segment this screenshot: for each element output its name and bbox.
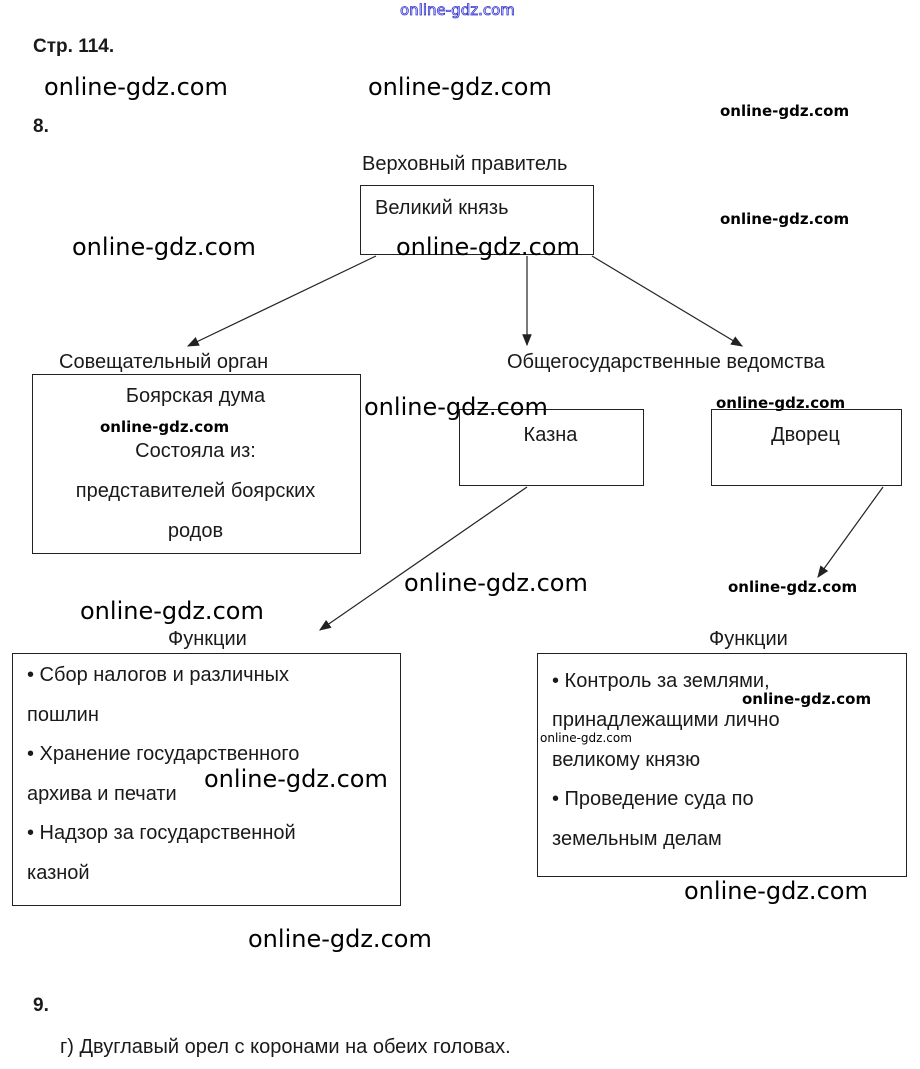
function-line: принадлежащими лично [552,709,780,731]
boyar-duma-title: Боярская дума [125,385,266,407]
watermark: online-gdz.com [400,1,516,19]
arrow-to-duma [186,255,377,347]
grand-prince-text: Великий князь [375,197,509,219]
watermark: online-gdz.com [248,925,432,953]
watermark: online-gdz.com [396,233,580,261]
function-line: архива и печати [27,783,177,805]
grand-prince-box: Великий князь [360,185,594,255]
state-departments-label: Общегосударственные ведомства [507,351,825,373]
palace-functions-label: Функции [709,628,788,650]
watermark: online-gdz.com [728,578,858,596]
duma-line: представителей боярских [75,480,316,502]
function-line: • Надзор за государственной [27,822,296,844]
watermark: online-gdz.com [44,73,228,101]
watermark: online-gdz.com [404,569,588,597]
task-number-9: 9. [33,995,49,1016]
arrow-to-vedomstva-right [591,255,744,347]
advisory-body-label: Совещательный орган [59,351,269,373]
boyar-duma-box: Боярская дума Состояла из: представителе… [32,374,361,554]
treasury-functions-box: • Сбор налогов и различных пошлин • Хран… [12,653,401,906]
task-number-8: 8. [33,116,49,137]
watermark: online-gdz.com [716,394,846,412]
duma-line: родов [167,520,224,542]
function-line: пошлин [27,704,99,726]
watermark: online-gdz.com [100,418,230,436]
function-line: • Контроль за землями, [552,670,770,692]
function-line: великому князю [552,749,701,771]
treasury-text: Казна [523,424,578,446]
watermark: online-gdz.com [742,690,872,708]
supreme-ruler-label: Верховный правитель [362,153,568,175]
arrow-kazna-functions [319,486,528,631]
palace-box: Дворец [711,409,902,486]
treasury-functions-label: Функции [168,628,247,650]
palace-functions-box: • Контроль за землями, принадлежащими ли… [537,653,907,877]
answer-9: г) Двуглавый орел с коронами на обеих го… [60,1036,511,1058]
function-line: казной [27,862,90,884]
watermark: online-gdz.com [80,597,264,625]
watermark: online-gdz.com [720,102,850,120]
arrow-dvorets-functions [817,486,884,578]
watermark: online-gdz.com [540,731,632,745]
watermark: online-gdz.com [364,393,548,421]
page-reference: Стр. 114. [33,36,115,57]
function-line: земельным делам [552,828,722,850]
palace-text: Дворец [771,424,840,446]
watermark: online-gdz.com [684,877,868,905]
watermark: online-gdz.com [720,210,850,228]
watermark: online-gdz.com [72,233,256,261]
treasury-box: Казна [459,409,644,486]
function-line: • Проведение суда по [552,788,754,810]
function-line: • Хранение государственного [27,743,300,765]
duma-line: Состояла из: [135,440,256,462]
function-line: • Сбор налогов и различных [27,664,289,686]
watermark: online-gdz.com [204,765,388,793]
watermark: online-gdz.com [368,73,552,101]
